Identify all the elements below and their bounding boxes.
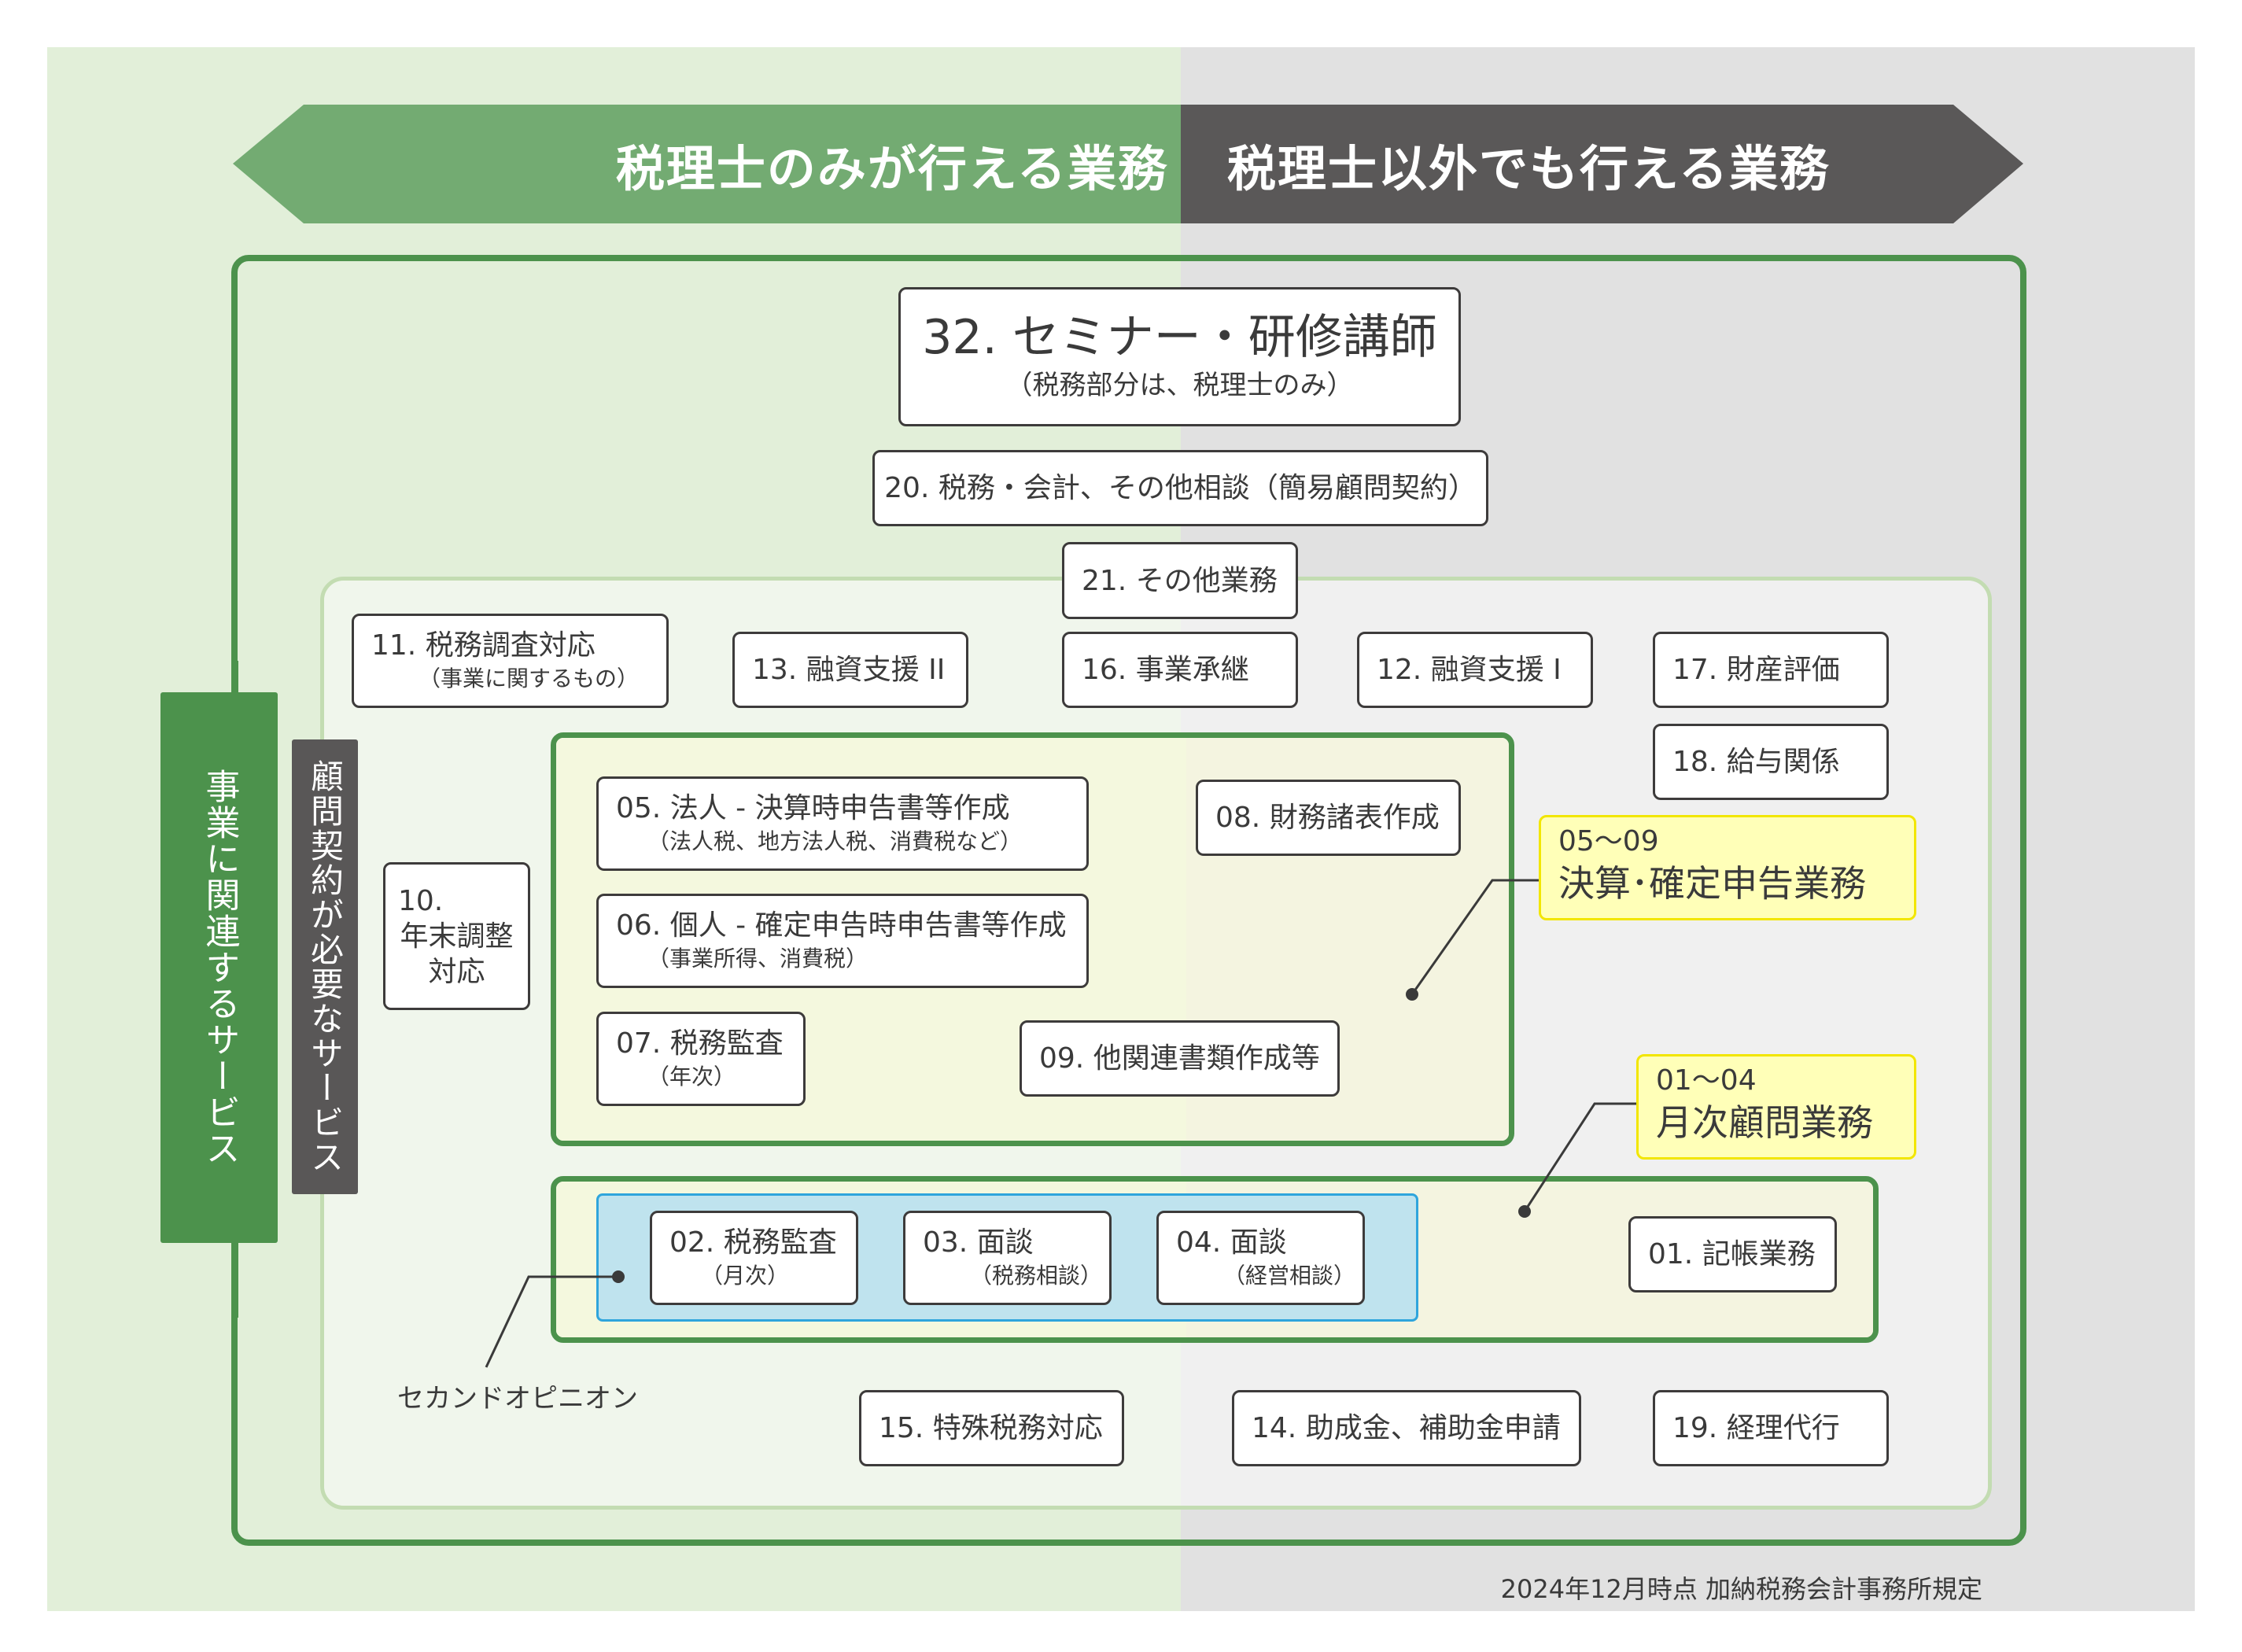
- item-18-title: 18. 給与関係: [1672, 746, 1840, 778]
- item-02-monthly-audit[interactable]: 02. 税務監査 （月次）: [650, 1211, 858, 1305]
- business-related-text: 事業に関連するサービス: [199, 769, 240, 1167]
- item-02-title: 02. 税務監査: [669, 1226, 837, 1259]
- item-01-title: 01. 記帳業務: [1648, 1238, 1816, 1270]
- item-20-title: 20. 税務・会計、その他相談（簡易顧問契約）: [884, 472, 1477, 504]
- item-16-succession[interactable]: 16. 事業承継: [1062, 632, 1298, 708]
- settlement-note-label: 決算･確定申告業務: [1558, 861, 1866, 905]
- header-right-label: 税理士以外でも行える業務: [1227, 139, 1831, 197]
- item-21-title: 21. その他業務: [1082, 564, 1278, 597]
- item-05-sub: （法人税、地方法人税、消費税など）: [647, 828, 1023, 854]
- item-06-individual-filing[interactable]: 06. 個人 - 確定申告時申告書等作成 （事業所得、消費税）: [596, 894, 1089, 988]
- item-06-title: 06. 個人 - 確定申告時申告書等作成: [616, 909, 1067, 942]
- item-32-seminar[interactable]: 32. セミナー・研修講師 （税務部分は、税理士のみ）: [898, 287, 1461, 426]
- item-10-line1: 10.: [398, 884, 444, 917]
- contract-required-text: 顧問契約が必要なサービス: [305, 759, 345, 1174]
- monthly-note-range: 01～04: [1656, 1064, 1757, 1097]
- item-11-title: 11. 税務調査対応: [371, 629, 596, 662]
- arrow-right-half: [1181, 105, 2023, 223]
- item-11-tax-audit-response[interactable]: 11. 税務調査対応 （事業に関するもの）: [352, 614, 669, 708]
- item-09-title: 09. 他関連書類作成等: [1039, 1042, 1320, 1075]
- item-02-sub: （月次）: [701, 1262, 790, 1289]
- item-19-title: 19. 経理代行: [1672, 1412, 1840, 1444]
- item-03-sub: （税務相談）: [970, 1262, 1103, 1289]
- item-04-management-consultation[interactable]: 04. 面談 （経営相談）: [1156, 1211, 1365, 1305]
- business-related-label: 事業に関連するサービス: [160, 692, 278, 1243]
- monthly-note-label: 月次顧問業務: [1656, 1101, 1873, 1144]
- item-15-title: 15. 特殊税務対応: [879, 1412, 1103, 1444]
- item-13-title: 13. 融資支援 II: [752, 654, 946, 686]
- item-09-related-documents[interactable]: 09. 他関連書類作成等: [1020, 1020, 1340, 1097]
- item-21-other[interactable]: 21. その他業務: [1062, 542, 1298, 619]
- item-17-property-valuation[interactable]: 17. 財産評価: [1653, 632, 1889, 708]
- item-16-title: 16. 事業承継: [1082, 654, 1249, 686]
- item-03-title: 03. 面談: [923, 1226, 1034, 1259]
- item-01-bookkeeping[interactable]: 01. 記帳業務: [1628, 1216, 1837, 1292]
- item-14-subsidy-application[interactable]: 14. 助成金、補助金申請: [1232, 1390, 1581, 1466]
- item-12-title: 12. 融資支援 I: [1377, 654, 1562, 686]
- item-10-line2: 年末調整: [400, 920, 514, 953]
- item-12-financing-1[interactable]: 12. 融資支援 I: [1357, 632, 1593, 708]
- item-14-title: 14. 助成金、補助金申請: [1252, 1412, 1561, 1444]
- item-07-title: 07. 税務監査: [616, 1027, 784, 1060]
- item-07-annual-audit[interactable]: 07. 税務監査 （年次）: [596, 1012, 806, 1106]
- item-15-special-tax[interactable]: 15. 特殊税務対応: [859, 1390, 1124, 1466]
- item-32-sub: （税務部分は、税理士のみ）: [1005, 370, 1354, 402]
- item-05-title: 05. 法人 - 決算時申告書等作成: [616, 791, 1010, 824]
- settlement-note-range: 05～09: [1558, 825, 1659, 857]
- item-07-sub: （年次）: [647, 1063, 736, 1090]
- second-opinion-label: セカンドオピニオン: [397, 1383, 638, 1414]
- arrow-left-half: [233, 105, 1181, 223]
- item-04-title: 04. 面談: [1176, 1226, 1287, 1259]
- item-32-title: 32. セミナー・研修講師: [922, 310, 1437, 366]
- item-08-financial-statements[interactable]: 08. 財務諸表作成: [1196, 780, 1461, 856]
- arrow-shape: [233, 105, 2023, 223]
- settlement-note: 05～09 決算･確定申告業務: [1539, 815, 1916, 920]
- item-20-consultation[interactable]: 20. 税務・会計、その他相談（簡易顧問契約）: [872, 450, 1488, 526]
- item-19-accounting-outsourcing[interactable]: 19. 経理代行: [1653, 1390, 1889, 1466]
- item-10-line3: 対応: [428, 955, 485, 988]
- item-17-title: 17. 財産評価: [1672, 654, 1840, 686]
- header-left-label: 税理士のみが行える業務: [615, 139, 1168, 197]
- item-18-payroll[interactable]: 18. 給与関係: [1653, 724, 1889, 800]
- item-08-title: 08. 財務諸表作成: [1215, 802, 1440, 834]
- contract-required-label: 顧問契約が必要なサービス: [292, 739, 358, 1194]
- item-05-corporate-filing[interactable]: 05. 法人 - 決算時申告書等作成 （法人税、地方法人税、消費税など）: [596, 776, 1089, 871]
- item-03-tax-consultation[interactable]: 03. 面談 （税務相談）: [903, 1211, 1112, 1305]
- header-arrow: 税理士のみが行える業務 税理士以外でも行える業務: [233, 105, 2023, 223]
- item-10-year-end-adjustment[interactable]: 10. 年末調整 対応: [383, 862, 530, 1010]
- item-06-sub: （事業所得、消費税）: [647, 945, 868, 972]
- footer-note: 2024年12月時点 加納税務会計事務所規定: [1500, 1574, 1982, 1604]
- item-13-financing-2[interactable]: 13. 融資支援 II: [732, 632, 968, 708]
- item-11-sub: （事業に関するもの）: [419, 665, 640, 691]
- monthly-note: 01～04 月次顧問業務: [1636, 1054, 1916, 1160]
- item-04-sub: （経営相談）: [1223, 1262, 1356, 1289]
